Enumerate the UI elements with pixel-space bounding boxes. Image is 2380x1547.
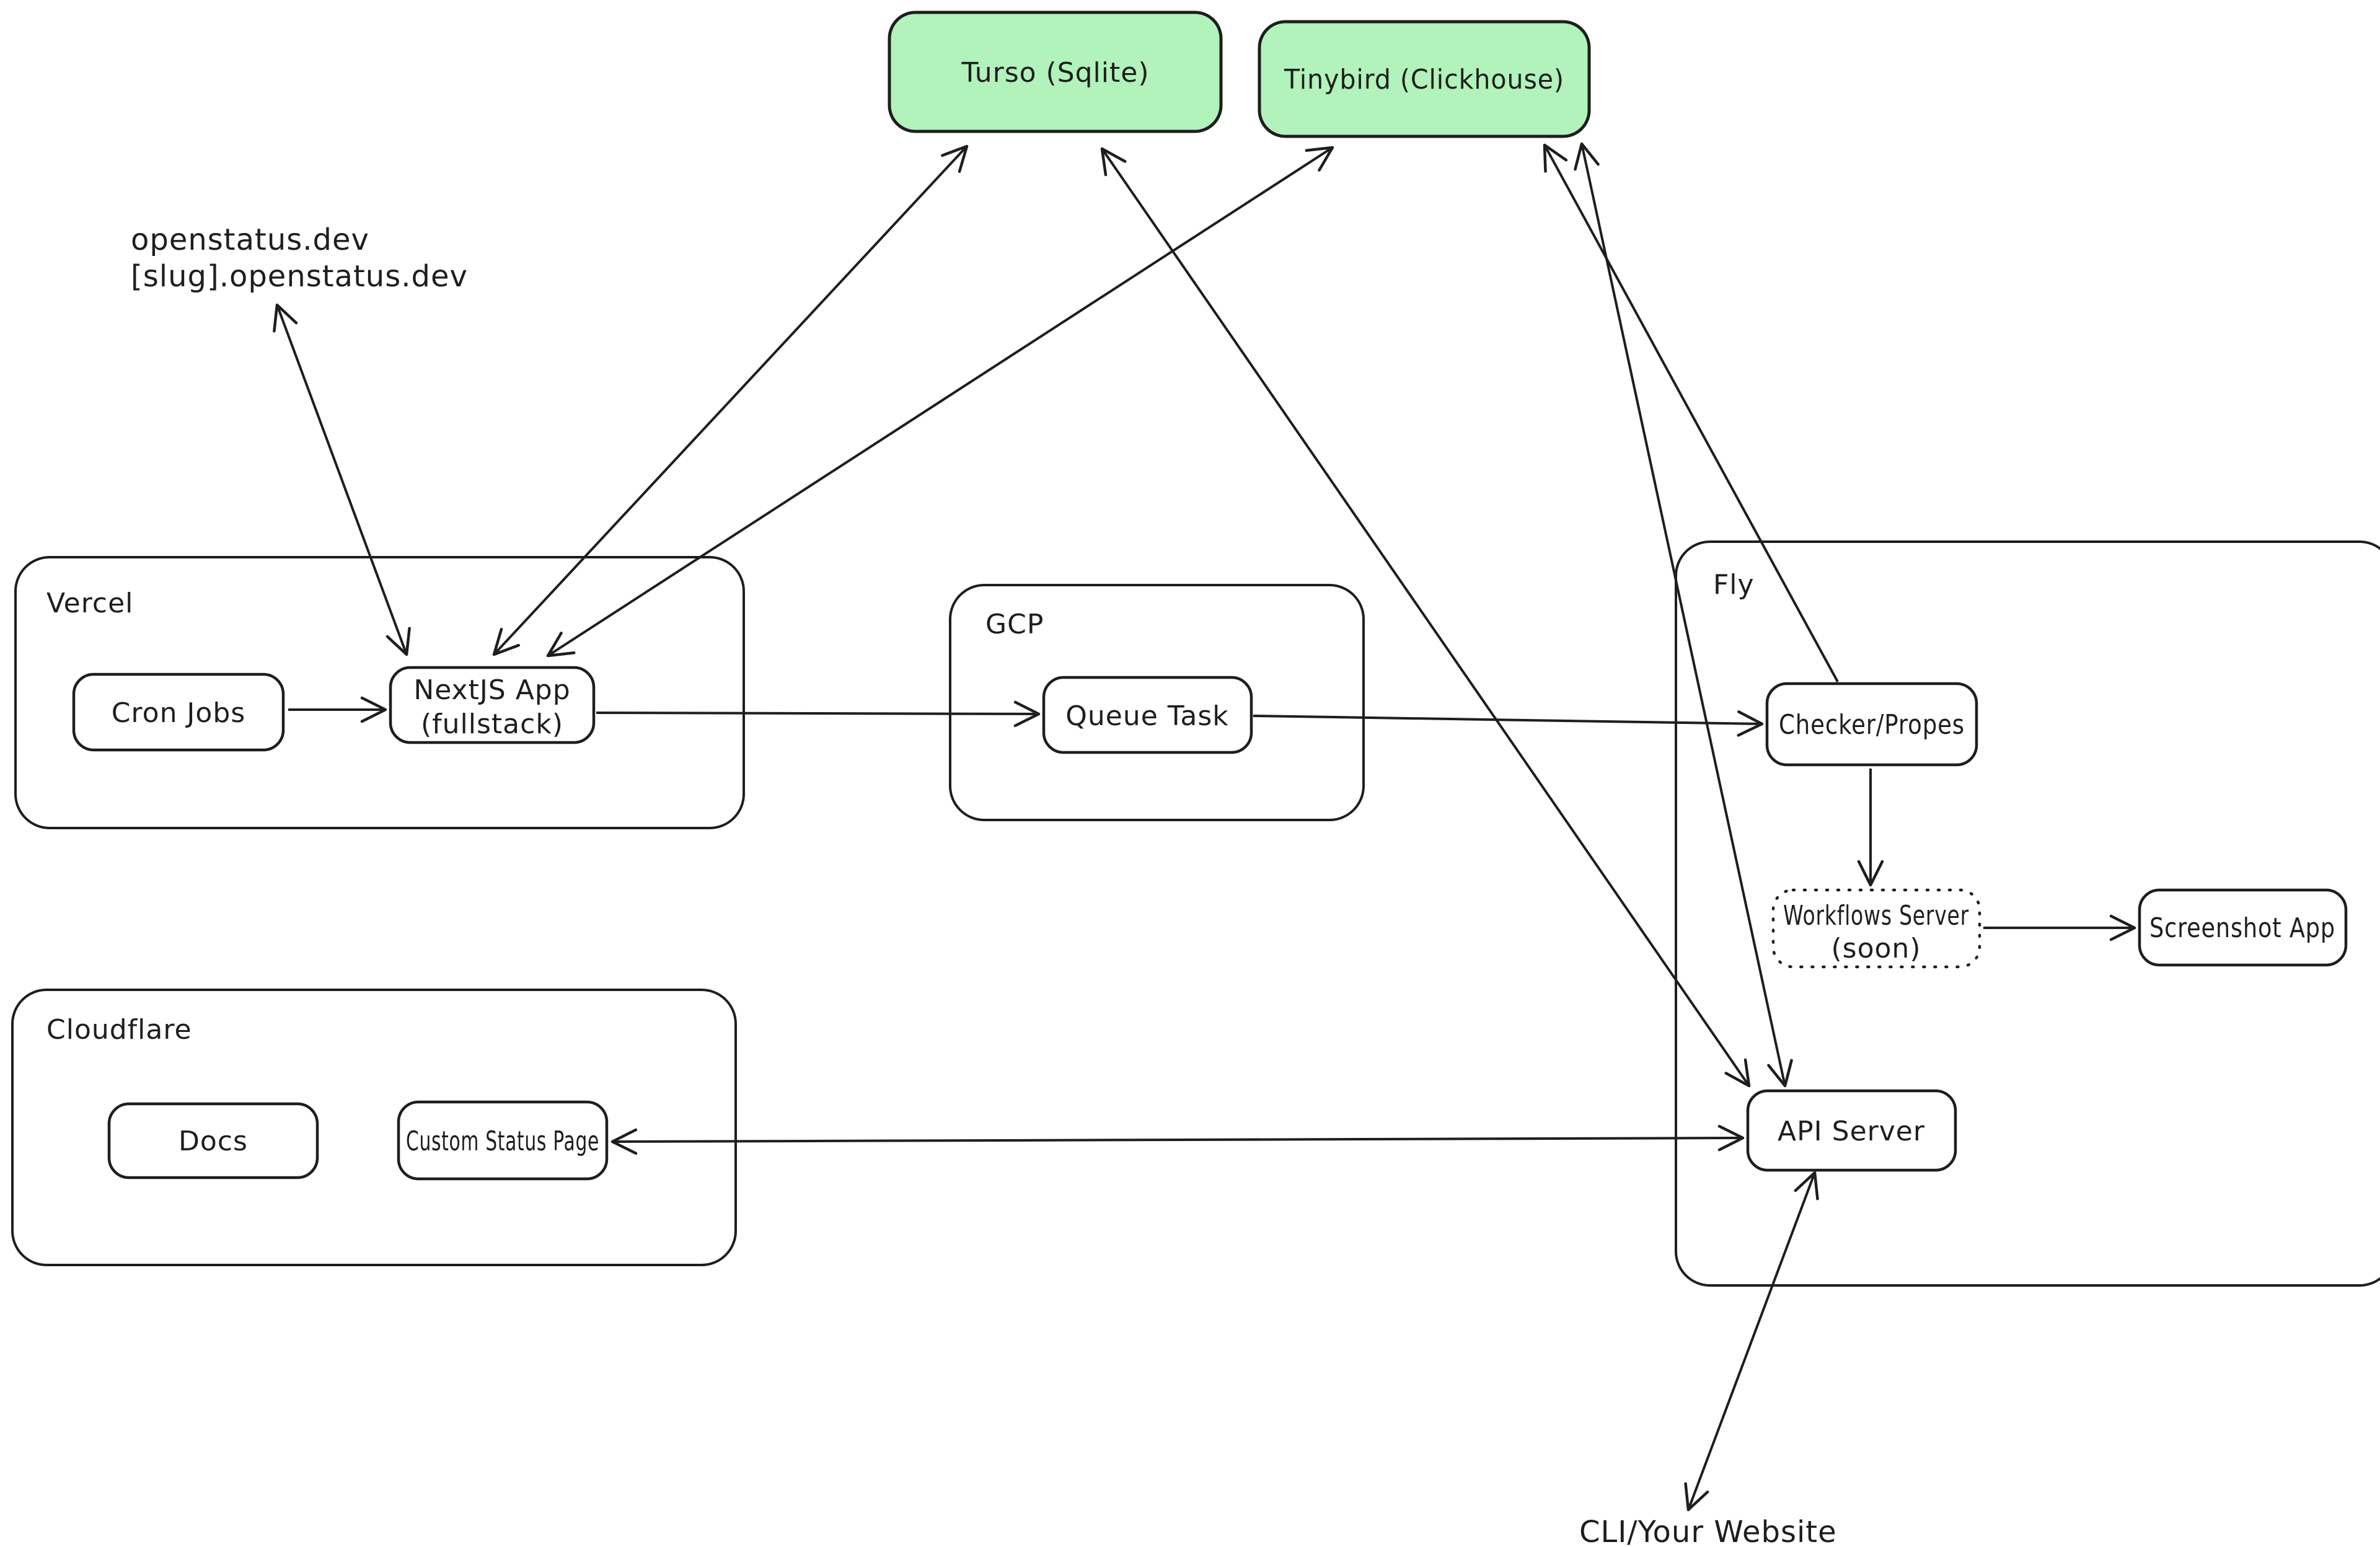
edge-api-to-tinybird xyxy=(1574,142,1793,1088)
cli-your-website-label: CLI/Your Website xyxy=(1579,1515,1837,1547)
node-tinybird: Tinybird (Clickhouse) xyxy=(1258,20,1591,138)
tinybird-label: Tinybird (Clickhouse) xyxy=(1284,64,1564,95)
checker-propes-box xyxy=(1765,682,1978,767)
edge-nextjs-to-turso xyxy=(492,144,969,656)
custom-status-page-label: Custom Status Page xyxy=(406,1126,599,1157)
queue-task-box xyxy=(1042,676,1253,754)
cron-jobs-box xyxy=(72,672,285,752)
cloudflare-box xyxy=(11,989,737,1266)
edge-api-to-cli xyxy=(1684,1171,1819,1512)
edge-nextjs-to-queue xyxy=(596,700,1041,728)
docs-box xyxy=(107,1102,319,1179)
turso-label: Turso (Sqlite) xyxy=(961,57,1150,89)
node-queue-task: Queue Task xyxy=(1042,676,1253,754)
docs-label: Docs xyxy=(178,1126,248,1157)
node-docs: Docs xyxy=(107,1102,319,1179)
domains-label-line1: openstatus.dev xyxy=(131,223,369,257)
vercel-box xyxy=(14,556,745,829)
gcp-label: GCP xyxy=(985,609,1044,640)
container-cloudflare: Cloudflare xyxy=(11,989,737,1266)
workflows-server-label-line1: Workflows Server xyxy=(1783,900,1969,932)
edge-domains-to-nextjs xyxy=(273,303,411,656)
edge-api-to-turso xyxy=(1100,147,1751,1088)
node-custom-status-page: Custom Status Page xyxy=(397,1100,609,1181)
node-nextjs-app: NextJS App (fullstack) xyxy=(389,666,596,744)
node-screenshot-app: Screenshot App xyxy=(2138,888,2348,967)
node-api-server: API Server xyxy=(1746,1089,1957,1172)
edge-nextjs-to-tinybird xyxy=(546,146,1334,658)
container-vercel: Vercel xyxy=(14,556,745,829)
turso-box xyxy=(888,11,1223,133)
cloudflare-label: Cloudflare xyxy=(46,1014,192,1046)
node-checker-propes: Checker/Propes xyxy=(1765,682,1978,767)
fly-box xyxy=(1675,540,2380,1287)
node-turso: Turso (Sqlite) xyxy=(888,11,1223,133)
container-gcp: GCP xyxy=(949,584,1365,821)
edge-api-to-status-page xyxy=(610,1124,1745,1155)
nextjs-app-label-line1: NextJS App xyxy=(413,674,570,706)
nextjs-app-box xyxy=(389,666,596,744)
vercel-label: Vercel xyxy=(46,588,133,619)
edges xyxy=(273,142,2136,1512)
workflows-server-box xyxy=(1771,888,1981,969)
screenshot-app-label: Screenshot App xyxy=(2149,912,2335,944)
api-server-box xyxy=(1746,1089,1957,1172)
domains-label: openstatus.dev [slug].openstatus.dev xyxy=(131,223,468,294)
container-fly: Fly xyxy=(1675,540,2380,1287)
node-workflows-server: Workflows Server (soon) xyxy=(1771,888,1981,969)
queue-task-label: Queue Task xyxy=(1065,700,1229,732)
cron-jobs-label: Cron Jobs xyxy=(112,697,245,729)
edge-checker-to-tinybird xyxy=(1543,143,1839,682)
custom-status-page-box xyxy=(397,1100,609,1181)
checker-propes-label: Checker/Propes xyxy=(1779,709,1965,741)
node-cron-jobs: Cron Jobs xyxy=(72,672,285,752)
workflows-server-label-line2: (soon) xyxy=(1831,933,1921,964)
api-server-label: API Server xyxy=(1778,1116,1925,1147)
domains-label-line2: [slug].openstatus.dev xyxy=(131,259,468,294)
gcp-box xyxy=(949,584,1365,821)
nextjs-app-label-line2: (fullstack) xyxy=(421,708,563,740)
fly-label: Fly xyxy=(1713,569,1755,601)
screenshot-app-box xyxy=(2138,888,2348,967)
tinybird-box xyxy=(1258,20,1591,138)
edge-queue-to-checker xyxy=(1253,710,1764,737)
